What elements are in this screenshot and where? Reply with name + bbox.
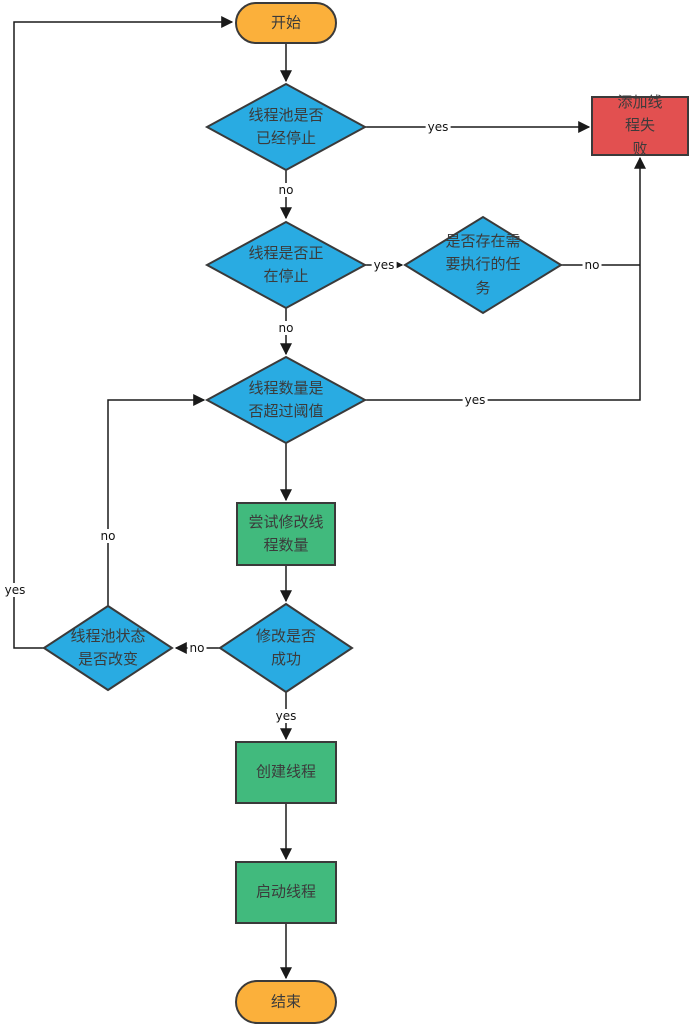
edge-pool-state-yes (13, 16, 234, 649)
decision-modify-success-shape (218, 602, 354, 694)
try-modify-count-shape (236, 502, 336, 566)
edge-pool-state-no (107, 394, 206, 606)
decision-pool-stopped-shape (204, 82, 368, 172)
start-thread-shape (235, 861, 337, 924)
edge-count-exceeds-yes (365, 156, 646, 401)
create-thread-shape (235, 741, 337, 804)
end-terminal-shape (235, 980, 337, 1024)
decision-count-exceeds-shape (204, 355, 368, 445)
decision-thread-stopping-shape (204, 220, 368, 310)
start-terminal-shape (235, 2, 337, 44)
edges-group (13, 16, 646, 980)
add-thread-failed-shape (591, 96, 689, 156)
decision-tasks-pending-shape (403, 215, 563, 315)
decision-pool-state-changed-shape (42, 604, 174, 692)
nodes-group (42, 2, 689, 1024)
